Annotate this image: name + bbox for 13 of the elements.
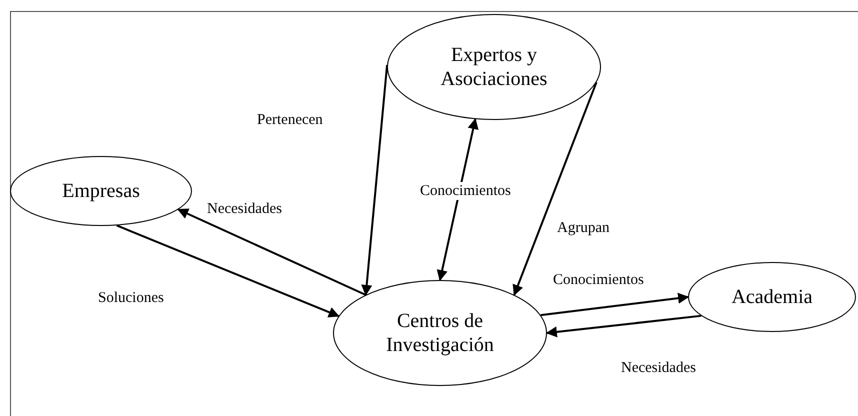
arrow xyxy=(361,64,388,296)
arrow xyxy=(436,118,479,282)
node-label: Expertos y Asociaciones xyxy=(440,43,548,91)
node-label: Empresas xyxy=(61,179,141,203)
arrow xyxy=(116,224,340,318)
edge-label: Agrupan xyxy=(556,219,610,237)
edge-label: Conocimientos xyxy=(419,182,512,200)
arrow xyxy=(540,292,690,316)
node-label: Academia xyxy=(730,285,814,309)
arrow xyxy=(512,82,598,296)
node-label: Centros de Investigación xyxy=(385,309,495,357)
arrow xyxy=(177,208,366,296)
arrow xyxy=(546,314,702,338)
